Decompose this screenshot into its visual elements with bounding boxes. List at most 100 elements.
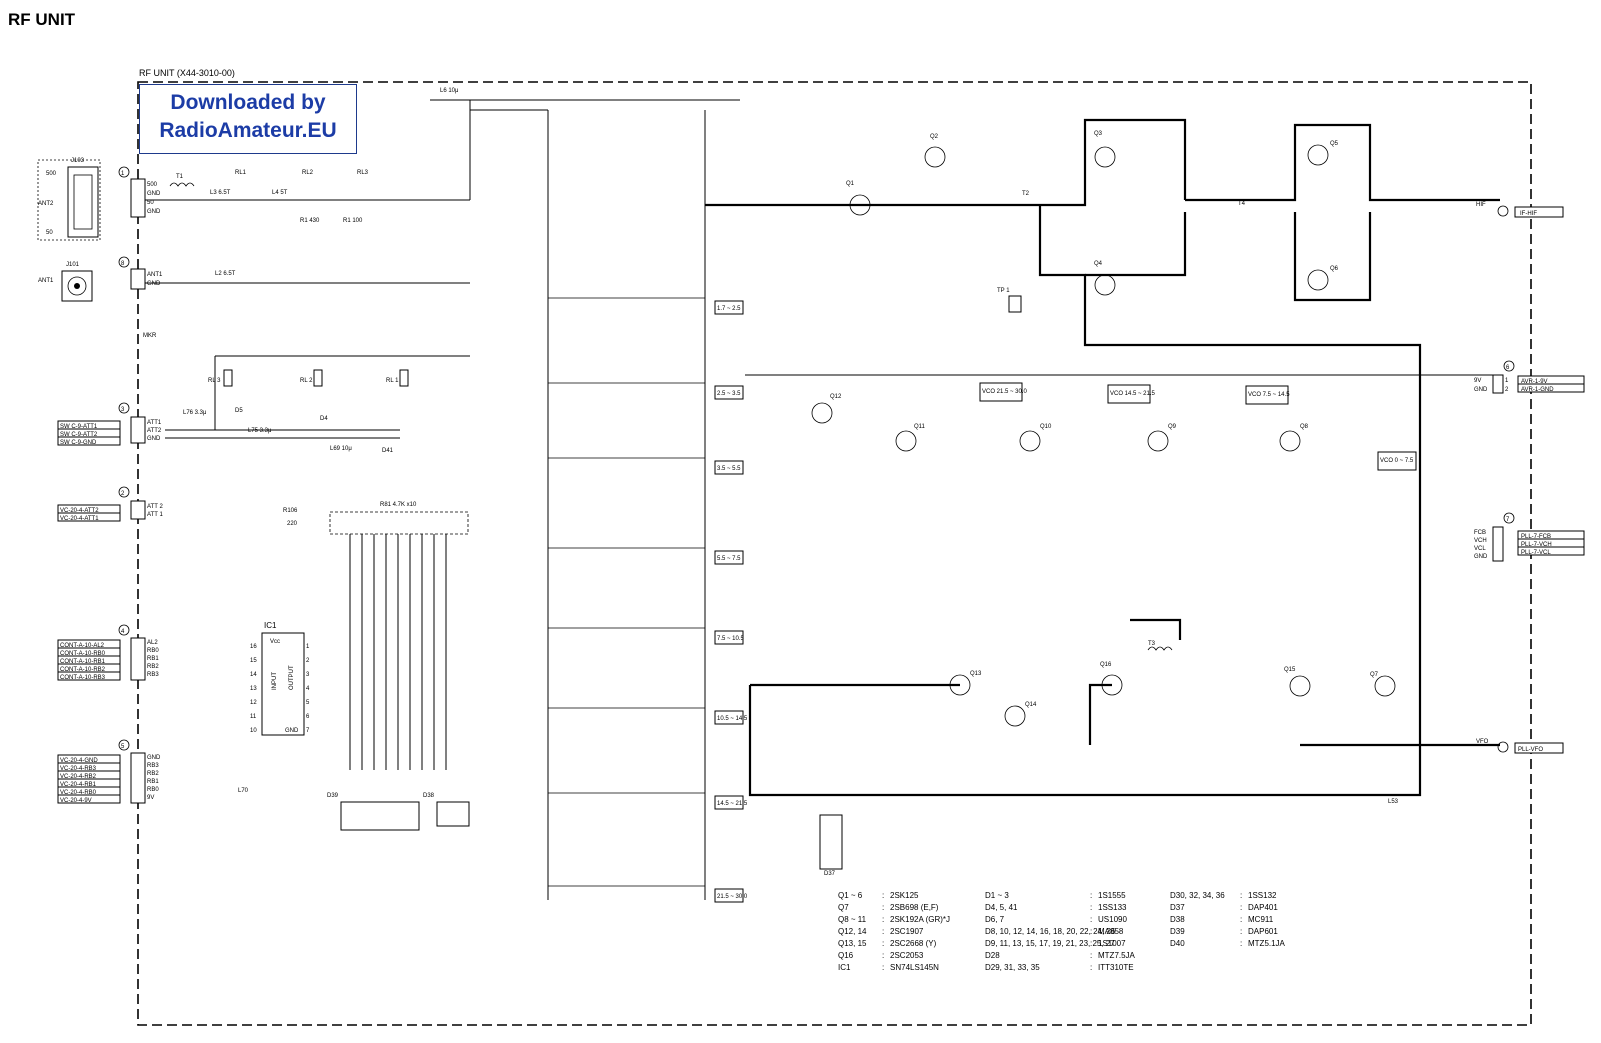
table-ref: IC1 [838, 963, 851, 972]
table-colon: : [1240, 903, 1242, 912]
svg-text:Q3: Q3 [1094, 131, 1103, 137]
svg-text:GND: GND [147, 209, 161, 215]
antenna-path: T1 L2 6.5T L3 6.5T L4 5T R1 430 R1 100 R… [145, 88, 740, 284]
svg-text:GND: GND [147, 436, 161, 442]
table-part: 1SS132 [1248, 891, 1277, 900]
svg-text:Q6: Q6 [1330, 266, 1339, 272]
watermark-line-2: RadioAmateur.EU [159, 119, 337, 142]
svg-text:RB0: RB0 [147, 787, 159, 793]
band-range-box [714, 710, 744, 725]
svg-text:CONT-A-10-RB3: CONT-A-10-RB3 [60, 675, 106, 681]
table-part: MC911 [1248, 915, 1274, 924]
vco-section: VCO 21.5 ~ 30.0 VCO 14.5 ~ 21.5 VCO 7.5 … [745, 374, 1500, 471]
svg-text:Q1: Q1 [846, 181, 855, 187]
table-ref: Q1 ~ 6 [838, 891, 863, 900]
svg-text:RB1: RB1 [147, 656, 159, 662]
svg-text:PLL-7-FCB: PLL-7-FCB [1521, 534, 1551, 540]
svg-text:PLL-7-VCH: PLL-7-VCH [1521, 542, 1552, 548]
svg-text:VCH: VCH [1474, 538, 1487, 544]
j101-connector: J101 ANT1 [38, 262, 93, 302]
svg-text:2: 2 [121, 491, 125, 497]
svg-text:ANT1: ANT1 [147, 272, 163, 278]
band-range-label: 21.5 ~ 30.0 [717, 894, 748, 900]
svg-text:AVR-1-GND: AVR-1-GND [1521, 387, 1554, 393]
svg-text:Q11: Q11 [914, 424, 926, 430]
table-colon: : [1090, 939, 1092, 948]
svg-text:VC-20-4-GND: VC-20-4-GND [60, 758, 98, 764]
band-range-label: 2.5 ~ 3.5 [717, 391, 741, 397]
band-range-box [714, 460, 744, 475]
band-range-box [714, 795, 744, 810]
svg-text:Q15: Q15 [1284, 667, 1296, 673]
table-part: SN74LS145N [890, 963, 939, 972]
band-range-box [714, 385, 744, 400]
svg-text:L4 5T: L4 5T [272, 190, 288, 196]
table-colon: : [1090, 903, 1092, 912]
unit-title: RF UNIT (X44-3010-00) [139, 68, 235, 78]
table-ref: Q13, 15 [838, 939, 867, 948]
svg-text:15: 15 [250, 658, 257, 664]
table-part: 1SS133 [1098, 903, 1127, 912]
svg-text:J103: J103 [71, 158, 85, 164]
table-part: 2SC1907 [890, 927, 924, 936]
svg-text:PLL-VFO: PLL-VFO [1518, 747, 1543, 753]
table-part: 1S1555 [1098, 891, 1126, 900]
table-colon: : [882, 963, 884, 972]
svg-text:Q14: Q14 [1025, 702, 1037, 708]
svg-text:8: 8 [121, 261, 125, 267]
table-part: 2SK125 [890, 891, 919, 900]
svg-text:SW C-9-ATT1: SW C-9-ATT1 [60, 424, 98, 430]
svg-text:VCO 7.5 ~ 14.5: VCO 7.5 ~ 14.5 [1248, 392, 1290, 398]
svg-text:SW C-9-GND: SW C-9-GND [60, 440, 97, 446]
svg-text:Q10: Q10 [1040, 424, 1052, 430]
table-colon: : [882, 903, 884, 912]
svg-text:Q5: Q5 [1330, 141, 1339, 147]
ant1-label: ANT1 [38, 278, 54, 284]
svg-text:L53: L53 [1388, 799, 1399, 805]
svg-text:VCL: VCL [1474, 546, 1486, 552]
svg-text:ATT1: ATT1 [147, 420, 162, 426]
svg-text:Q9: Q9 [1168, 424, 1177, 430]
watermark-banner: Downloaded by RadioAmateur.EU [139, 84, 357, 154]
right-connector-6: 6 9V GND 12 AVR-1-9V AVR-1-GND [1474, 360, 1585, 394]
svg-text:ATT 2: ATT 2 [147, 504, 163, 510]
svg-text:500: 500 [46, 171, 57, 177]
table-colon: : [1090, 927, 1092, 936]
connector-group-4: 4 AL2 RB0 RB1 RB2 RB3 CONT-A-10-AL2 CONT… [57, 624, 159, 681]
svg-text:CONT-A-10-RB1: CONT-A-10-RB1 [60, 659, 106, 665]
svg-text:D4: D4 [320, 416, 328, 422]
table-colon: : [1090, 963, 1092, 972]
connector-group-3: 3 ATT1 ATT2 GND SW C-9-ATT1 SW C-9-ATT2 … [57, 402, 162, 446]
table-part: ITT310TE [1098, 963, 1134, 972]
svg-text:5: 5 [306, 700, 310, 706]
band-range-label: 5.5 ~ 7.5 [717, 556, 741, 562]
connector-group-5: 5 GND RB3 RB2 RB1 RB0 9V VC-20-4-GND VC-… [57, 739, 249, 804]
table-colon: : [882, 939, 884, 948]
svg-text:500: 500 [147, 182, 158, 188]
svg-text:HIF: HIF [1476, 202, 1486, 208]
table-part: DAP601 [1248, 927, 1278, 936]
svg-text:L69 10μ: L69 10μ [330, 446, 352, 452]
connector-group-2: 2 ATT 2 ATT 1 VC-20-4-ATT2 VC-20-4-ATT1 [57, 486, 163, 522]
table-colon: : [1240, 939, 1242, 948]
table-ref: Q12, 14 [838, 927, 867, 936]
band-range-label: 3.5 ~ 5.5 [717, 466, 741, 472]
svg-text:2: 2 [1505, 387, 1509, 393]
svg-text:CONT-A-10-AL2: CONT-A-10-AL2 [60, 643, 105, 649]
svg-text:ATT 1: ATT 1 [147, 512, 163, 518]
svg-text:J101: J101 [66, 262, 80, 268]
table-ref: D1 ~ 3 [985, 891, 1009, 900]
svg-text:GND: GND [147, 191, 161, 197]
svg-text:VC-20-4-RB3: VC-20-4-RB3 [60, 766, 97, 772]
svg-text:7: 7 [306, 728, 310, 734]
table-colon: : [1090, 951, 1092, 960]
svg-text:220: 220 [287, 521, 298, 527]
table-ref: D39 [1170, 927, 1185, 936]
table-part: 1S1007 [1098, 939, 1126, 948]
svg-text:Q4: Q4 [1094, 261, 1103, 267]
svg-text:T2: T2 [1022, 191, 1030, 197]
svg-text:MKR: MKR [143, 333, 157, 339]
svg-text:RL3: RL3 [357, 170, 369, 176]
